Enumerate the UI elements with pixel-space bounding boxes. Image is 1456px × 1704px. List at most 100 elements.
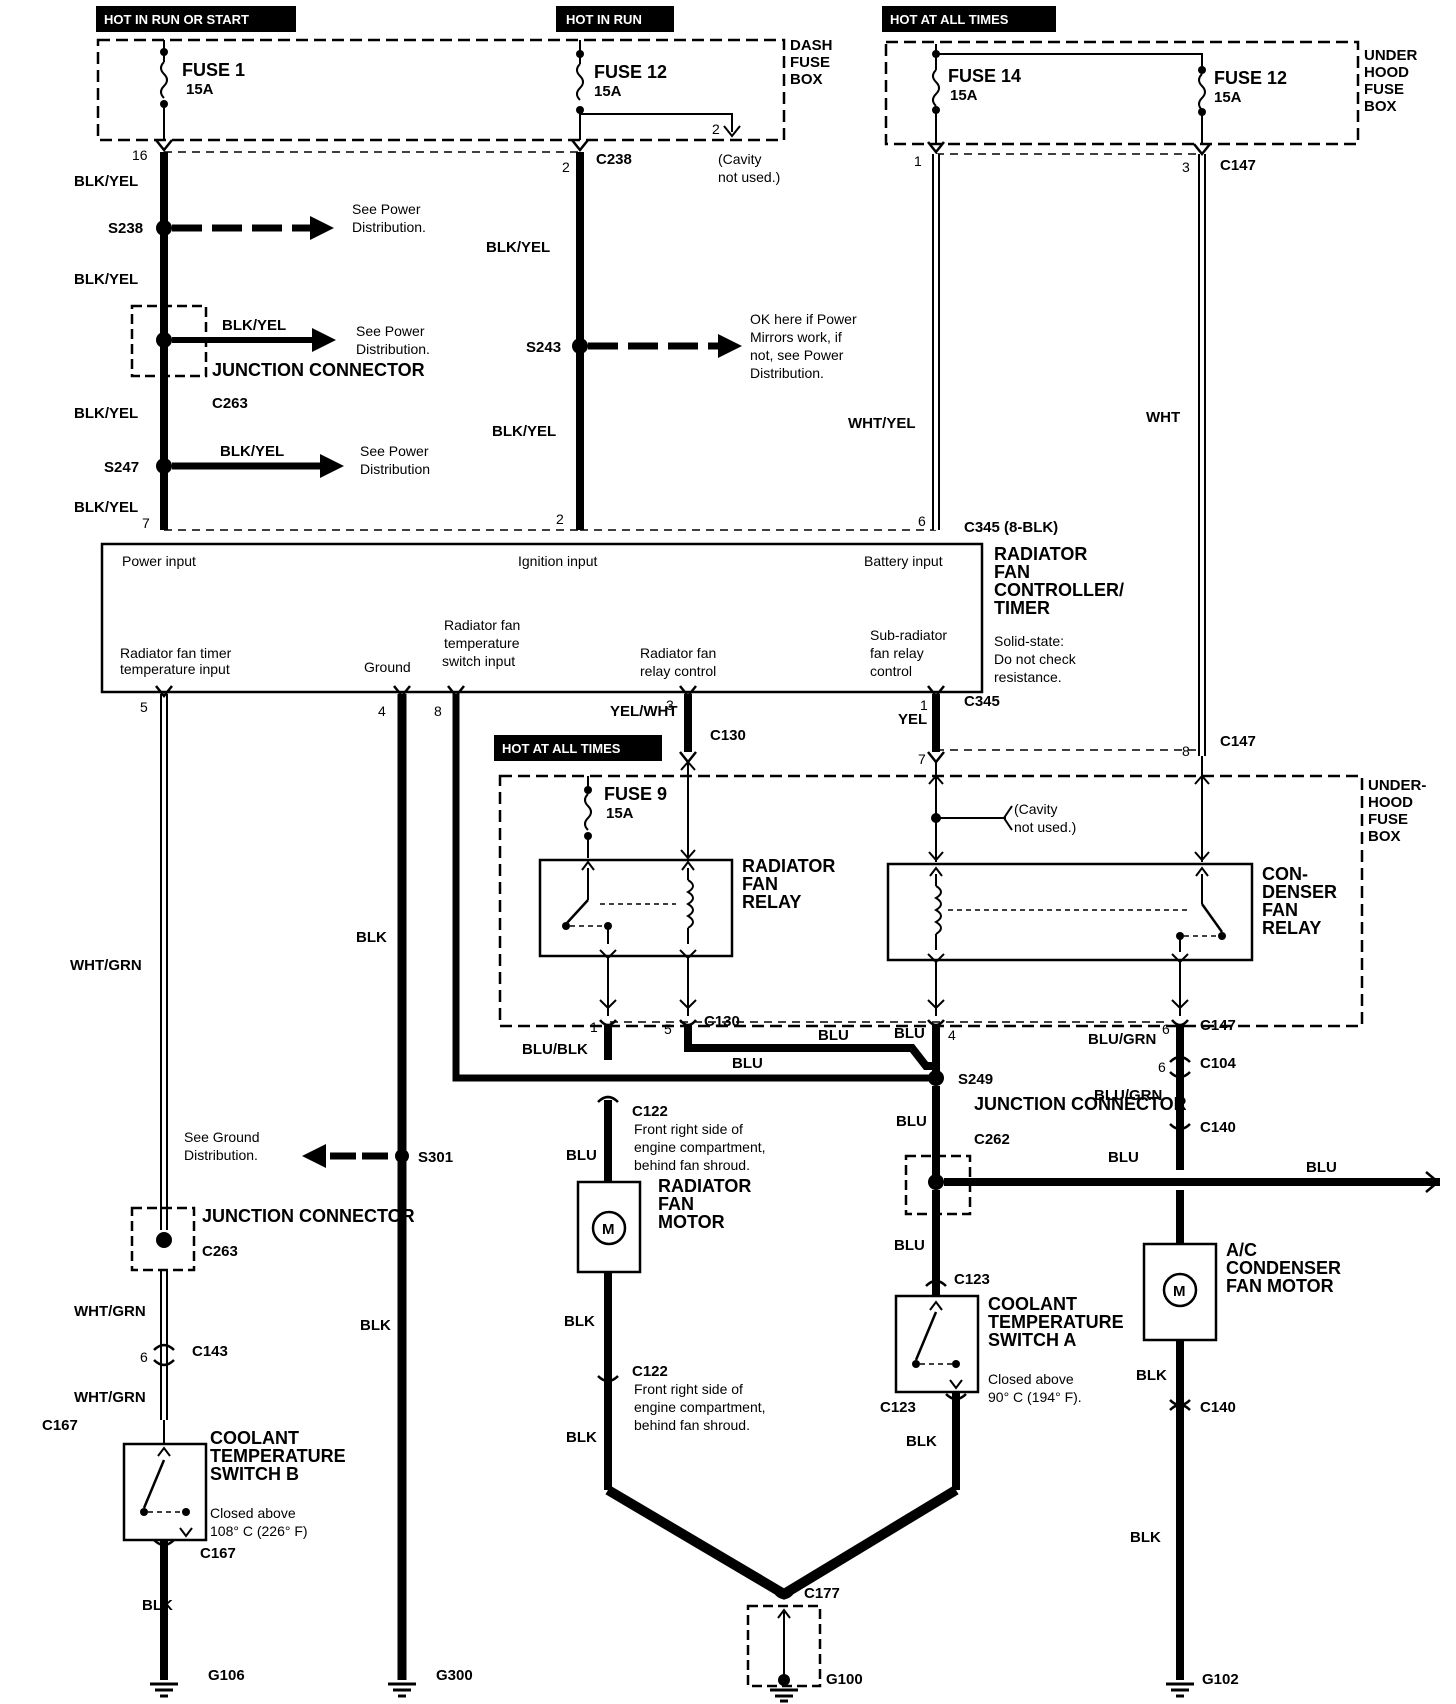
svg-text:Distribution.: Distribution. xyxy=(356,341,430,357)
svg-text:C104: C104 xyxy=(1200,1055,1237,1072)
svg-text:TEMPERATURE: TEMPERATURE xyxy=(210,1446,346,1466)
coolant-temperature-switch-b: COOLANT TEMPERATURE SWITCH B Closed abov… xyxy=(122,1420,346,1542)
fuse-14: FUSE 14 15A xyxy=(932,44,1203,144)
note-solid-state: Solid-state: Do not check resistance. xyxy=(994,633,1077,685)
wire-relay-control: YEL/WHT C130 xyxy=(610,685,746,765)
hot-tag-run-or-start: HOT IN RUN OR START xyxy=(96,6,296,32)
svg-text:FUSE 12: FUSE 12 xyxy=(594,62,667,82)
dash-fuse-box-label: DASH FUSE BOX xyxy=(790,37,833,88)
ground-g100: G100 xyxy=(746,1604,863,1703)
wire-label-wht-grn-3: WHT/GRN xyxy=(74,1389,146,1406)
svg-text:S249: S249 xyxy=(958,1071,993,1088)
svg-text:15A: 15A xyxy=(186,81,214,98)
svg-text:BOX: BOX xyxy=(1364,98,1397,115)
controller-title: RADIATOR FAN CONTROLLER/ TIMER xyxy=(994,544,1124,618)
ground-g102: G102 xyxy=(1166,1671,1239,1698)
svg-text:8: 8 xyxy=(1182,743,1190,759)
svg-text:HOOD: HOOD xyxy=(1368,794,1413,811)
wire-v-to-c177: C177 xyxy=(605,1485,959,1602)
svg-text:Battery input: Battery input xyxy=(864,553,943,569)
svg-text:Distribution: Distribution xyxy=(360,461,430,477)
wire-switch-b-to-g106 xyxy=(153,1539,175,1680)
splice-s247: S247 BLK/YEL See Power Distribution xyxy=(104,443,430,478)
svg-text:C263: C263 xyxy=(202,1243,238,1260)
svg-text:HOT AT ALL TIMES: HOT AT ALL TIMES xyxy=(890,12,1009,27)
wire-label-blk-2: BLK xyxy=(356,929,387,946)
svg-text:COOLANT: COOLANT xyxy=(210,1428,299,1448)
svg-text:SWITCH A: SWITCH A xyxy=(988,1330,1076,1350)
svg-text:(Cavity: (Cavity xyxy=(1014,801,1058,817)
svg-text:BLK/YEL: BLK/YEL xyxy=(220,443,284,460)
svg-text:relay control: relay control xyxy=(640,663,716,679)
svg-text:FUSE 9: FUSE 9 xyxy=(604,784,667,804)
svg-text:2: 2 xyxy=(652,745,660,761)
wire-switch-a-to-c177: BLK xyxy=(906,1392,967,1490)
svg-text:C122: C122 xyxy=(632,1363,668,1380)
svg-text:not used.): not used.) xyxy=(718,169,780,185)
svg-text:Closed above: Closed above xyxy=(988,1371,1074,1387)
svg-text:Do not check: Do not check xyxy=(994,651,1077,667)
relay-lower-leads xyxy=(599,949,697,1016)
svg-text:Radiator fan: Radiator fan xyxy=(444,617,520,633)
svg-text:HOT IN RUN: HOT IN RUN xyxy=(566,12,642,27)
connector-c167-top: C167 xyxy=(42,1417,78,1434)
wire-label-blk-yel-6: BLK/YEL xyxy=(492,423,556,440)
svg-text:C345: C345 xyxy=(964,693,1000,710)
wire-controller-ground xyxy=(393,685,411,1680)
svg-text:7: 7 xyxy=(142,515,150,531)
svg-text:C238: C238 xyxy=(596,151,632,168)
svg-text:FAN: FAN xyxy=(658,1194,694,1214)
svg-text:BLK: BLK xyxy=(906,1433,937,1450)
connector-c130-lower: 1 5 C130 BLU/BLK BLU xyxy=(522,1013,936,1070)
wire-ac-motor-to-g102: BLK C140 BLK xyxy=(1130,1340,1236,1680)
splice-s249: S249 xyxy=(928,1070,993,1088)
svg-text:Distribution.: Distribution. xyxy=(184,1147,258,1163)
svg-text:Mirrors work, if: Mirrors work, if xyxy=(750,329,842,345)
wire-sub-relay-to-s249: BLU 4 xyxy=(894,1019,956,1078)
svg-text:MOTOR: MOTOR xyxy=(658,1212,725,1232)
svg-text:S301: S301 xyxy=(418,1149,453,1166)
note-cavity-1: (Cavity xyxy=(718,151,762,167)
junction-connector-c263-top: BLK/YEL JUNCTION CONNECTOR C263 See Powe… xyxy=(130,304,430,412)
svg-text:FUSE 14: FUSE 14 xyxy=(948,66,1021,86)
wire-label-blk-3: BLK xyxy=(360,1317,391,1334)
ground-g106: G106 xyxy=(150,1667,245,1698)
svg-text:See Power: See Power xyxy=(360,443,429,459)
svg-text:7: 7 xyxy=(918,751,926,767)
svg-text:HOT AT ALL TIMES: HOT AT ALL TIMES xyxy=(502,741,621,756)
under-hood-fuse-box-top xyxy=(884,40,1360,146)
svg-text:15A: 15A xyxy=(594,83,622,100)
hot-tag-all-times-mid: HOT AT ALL TIMES xyxy=(494,735,662,761)
svg-text:A/C: A/C xyxy=(1226,1240,1257,1260)
svg-text:C130: C130 xyxy=(710,727,746,744)
svg-text:FAN MOTOR: FAN MOTOR xyxy=(1226,1276,1334,1296)
coolant-temperature-switch-a: COOLANT TEMPERATURE SWITCH A Closed abov… xyxy=(894,1294,1124,1405)
svg-text:6: 6 xyxy=(1162,1021,1170,1037)
svg-text:DENSER: DENSER xyxy=(1262,882,1337,902)
wire-fuse14-to-controller: 1 6 C345 (8-BLK) xyxy=(914,141,1058,536)
svg-text:BOX: BOX xyxy=(1368,828,1401,845)
svg-text:JUNCTION CONNECTOR: JUNCTION CONNECTOR xyxy=(202,1206,415,1226)
svg-text:S243: S243 xyxy=(526,339,561,356)
svg-text:YEL: YEL xyxy=(898,711,927,728)
svg-text:BLU: BLU xyxy=(894,1025,925,1042)
svg-text:Ground: Ground xyxy=(364,659,411,675)
svg-text:fan relay: fan relay xyxy=(870,645,924,661)
svg-text:TIMER: TIMER xyxy=(994,598,1050,618)
wire-label-wht: WHT xyxy=(1146,409,1180,426)
svg-text:G100: G100 xyxy=(826,1671,863,1688)
svg-text:resistance.: resistance. xyxy=(994,669,1062,685)
svg-text:S238: S238 xyxy=(108,220,143,237)
svg-text:Power input: Power input xyxy=(122,553,196,569)
svg-text:BLK: BLK xyxy=(1136,1367,1167,1384)
hot-tag-run: HOT IN RUN xyxy=(556,6,674,32)
svg-text:HOOD: HOOD xyxy=(1364,64,1409,81)
svg-text:108° C (226° F): 108° C (226° F) xyxy=(210,1523,308,1539)
svg-text:1: 1 xyxy=(914,153,922,169)
controller-bottom-pins: 5 4 8 3 1 C345 2 7 xyxy=(140,693,1000,767)
svg-text:Distribution.: Distribution. xyxy=(750,365,824,381)
svg-text:engine compartment,: engine compartment, xyxy=(634,1399,766,1415)
junction-connector-c262: JUNCTION CONNECTOR C262 xyxy=(904,1094,1187,1216)
wire-label-blu-1: BLU xyxy=(732,1055,763,1072)
